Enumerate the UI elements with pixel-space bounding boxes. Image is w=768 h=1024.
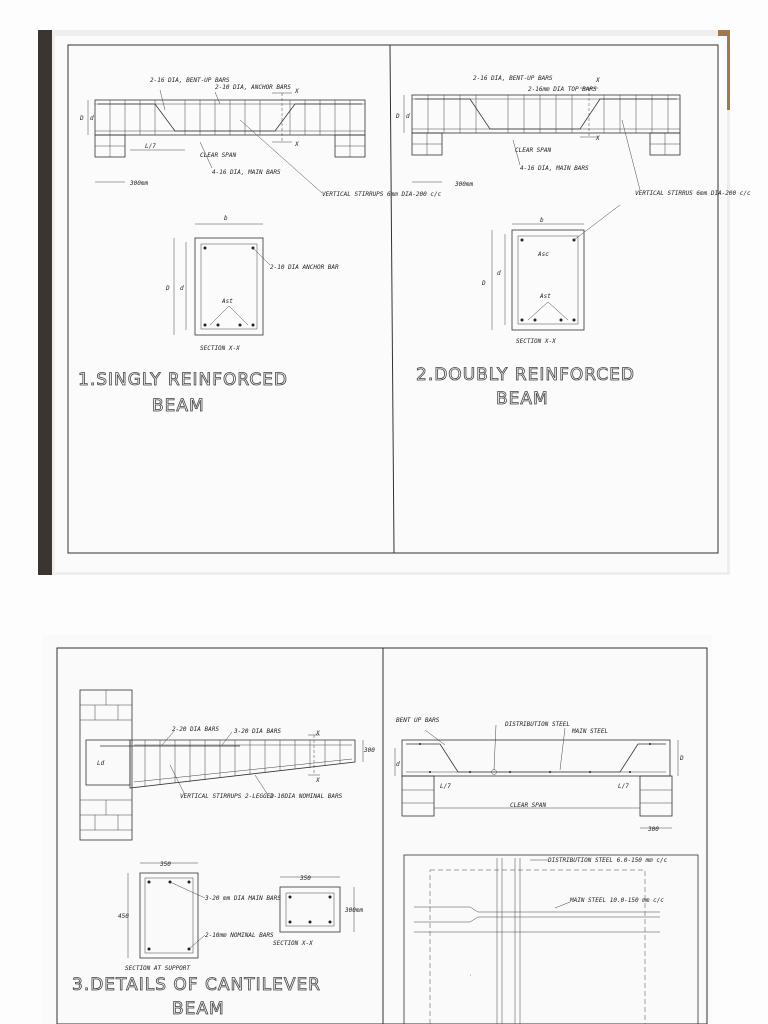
- label-ast-2: Ast: [539, 293, 551, 300]
- label-stirrups-2: VERTICAL STIRRUS 6mm DIA-200 c/c: [635, 190, 751, 197]
- label-dist-steel-plan-4: DISTRIBUTION STEEL 6.0-150 mm c/c: [547, 857, 668, 864]
- label-Dsec-2: D: [481, 280, 486, 287]
- label-l7b-4: L/7: [618, 783, 629, 790]
- label-ld-3: Ld: [97, 760, 105, 767]
- bottom-frame: [56, 647, 708, 1024]
- slab-plan: [403, 854, 699, 1024]
- cantilever-section-support: [127, 862, 206, 959]
- label-dsec-1: d: [180, 285, 184, 292]
- label-h300-3: 300mm: [344, 907, 363, 914]
- label-section-xx-3: SECTION X-X: [273, 940, 313, 947]
- label-distribution-4: DISTRIBUTION STEEL: [504, 721, 570, 728]
- title-cantilever-line1: 3.DETAILS OF CANTILEVER: [72, 975, 321, 995]
- label-clear-span-4: CLEAR SPAN: [510, 802, 547, 809]
- label-support-1: 300mm: [129, 180, 148, 187]
- label-bent-up-2: 2-16 DIA, BENT-UP BARS: [473, 75, 553, 82]
- title-singly-line1: 1.SINGLY REINFORCED: [78, 370, 288, 390]
- label-bars20a-3: 2-20 DIA BARS: [172, 726, 219, 733]
- title-doubly-line2: BEAM: [496, 389, 549, 409]
- label-anchor-bar-1: 2-10 DIA ANCHOR BAR: [270, 264, 339, 271]
- label-main-steel-plan-4: MAIN STEEL 10.0-150 mm c/c: [569, 897, 664, 904]
- label-main-steel-4: MAIN STEEL: [571, 728, 609, 735]
- label-main-bars-1: 4-16 DIA, MAIN BARS: [212, 169, 281, 176]
- label-section-1: SECTION X-X: [200, 345, 240, 352]
- title-doubly-line1: 2.DOUBLY REINFORCED: [416, 365, 635, 385]
- label-d-1: d: [90, 115, 94, 122]
- label-section-2: SECTION X-X: [516, 338, 556, 345]
- label-support-2: 300mm: [454, 181, 473, 188]
- doubly-section: [491, 204, 621, 331]
- label-l7a-4: L/7: [440, 783, 451, 790]
- label-depth-3: 300: [363, 747, 375, 754]
- label-b-2: b: [540, 217, 544, 224]
- label-l7-1: L/7: [145, 143, 156, 150]
- label-clear-span-1: CLEAR SPAN: [200, 152, 237, 159]
- title-cantilever-line2: BEAM: [172, 999, 225, 1019]
- top-frame: [67, 44, 719, 554]
- label-top-bars-2: 2-16mm DIA TOP BARS: [528, 86, 597, 93]
- bottom-paper: [42, 635, 712, 1024]
- label-main-bars-3: 3-20 mm DIA MAIN BARS: [204, 895, 281, 902]
- label-w350-3a: 350: [159, 861, 171, 868]
- label-stirrups-1: VERTICAL STIRRUPS 6mm DIA-200 c/c: [322, 191, 442, 198]
- label-section-support-3: SECTION AT SUPPORT: [125, 965, 190, 972]
- doubly-beam-elevation: [403, 87, 681, 191]
- title-singly-line2: BEAM: [152, 396, 205, 416]
- singly-beam-elevation: [87, 89, 366, 194]
- label-stirrups-3: VERTICAL STIRRUPS 2-LEGGED: [180, 793, 274, 800]
- label-x-3b: X: [315, 777, 320, 784]
- label-nominal-bars-3: 2-10mm NOMINAL BARS: [205, 932, 274, 939]
- slab-elevation: [394, 724, 679, 829]
- label-asc-2: Asc: [537, 251, 549, 258]
- cantilever-elevation: [79, 689, 364, 841]
- sheet-edge-shadow: [38, 30, 52, 575]
- label-b-1: b: [224, 215, 228, 222]
- cantilever-section-xx: [279, 876, 355, 933]
- label-D-2: D: [395, 113, 400, 120]
- label-x-3a: X: [315, 730, 320, 737]
- label-support-4: 300: [647, 826, 659, 833]
- top-divider: [389, 44, 395, 554]
- label-clear-span-2: CLEAR SPAN: [515, 147, 552, 154]
- label-x-2a: X: [595, 77, 600, 84]
- label-w350-3b: 350: [299, 875, 311, 882]
- label-x-1a: X: [294, 88, 299, 95]
- label-D-4: D: [679, 755, 684, 762]
- label-ast-1: Ast: [221, 298, 233, 305]
- singly-section: [173, 223, 271, 336]
- label-main-bars-2: 4-16 DIA, MAIN BARS: [520, 165, 589, 172]
- label-x-2b: X: [595, 135, 600, 142]
- label-h450-3: 450: [118, 913, 129, 920]
- label-x-1b: X: [294, 141, 299, 148]
- label-D-1: D: [79, 115, 84, 122]
- label-d-4: d: [396, 761, 400, 768]
- label-nominal-3: 2-10DIA NOMINAL BARS: [270, 793, 343, 800]
- label-Dsec-1: D: [165, 285, 170, 292]
- label-dsec-2: d: [497, 270, 501, 277]
- label-bent-up-1: 2-16 DIA, BENT-UP BARS: [150, 77, 230, 84]
- label-bent-up-4: BENT UP BARS: [396, 717, 440, 724]
- label-bars20b-3: 3-20 DIA BARS: [233, 728, 281, 735]
- label-anchor-top-1: 2-10 DIA, ANCHOR BARS: [215, 84, 291, 91]
- label-d-2: d: [406, 113, 410, 120]
